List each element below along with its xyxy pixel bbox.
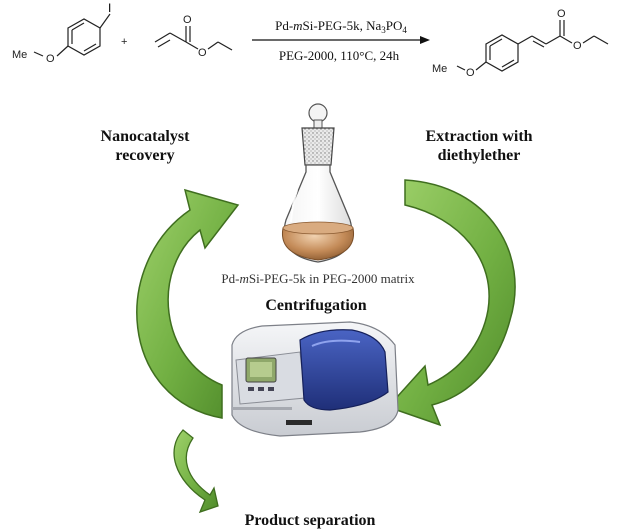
plus-sign: + — [121, 36, 127, 48]
step-recovery-line1: Nanocatalyst — [101, 128, 191, 145]
flask-icon — [281, 103, 355, 263]
step-centrifugation: Centrifugation — [265, 297, 366, 314]
acrylate-carbonyl-o: O — [183, 14, 192, 26]
reaction-conditions-top: Pd-mSi-PEG-5k, Na3PO4 — [275, 18, 407, 35]
step-extraction-line2: diethylether — [438, 147, 521, 164]
product-carbonyl-o: O — [557, 8, 566, 20]
arrow-to-flask — [136, 188, 240, 419]
methoxy-o-label: O — [46, 53, 55, 65]
step-product-separation: Product separation — [245, 512, 376, 529]
reactant-ethyl-acrylate — [154, 26, 233, 51]
acrylate-ester-o: O — [198, 47, 207, 59]
methyl-label-1: Me — [12, 49, 27, 61]
step-extraction-line1: Extraction with — [425, 128, 532, 145]
iodo-label: I — [108, 1, 111, 15]
reaction-arrow — [252, 36, 430, 44]
reactant-aryl-iodide — [33, 13, 111, 57]
flask-caption: Pd-mSi-PEG-5k in PEG-2000 matrix — [221, 271, 415, 286]
centrifuge-icon — [231, 321, 399, 437]
methyl-label-2: Me — [432, 63, 447, 75]
product-molecule — [456, 20, 609, 72]
arrow-to-centrifuge — [386, 179, 516, 427]
arrow-to-product — [173, 429, 219, 514]
reaction-conditions-bottom: PEG-2000, 110°C, 24h — [279, 48, 400, 63]
product-ester-o: O — [573, 40, 582, 52]
product-methoxy-o: O — [466, 67, 475, 79]
step-recovery-line2: recovery — [115, 147, 174, 164]
